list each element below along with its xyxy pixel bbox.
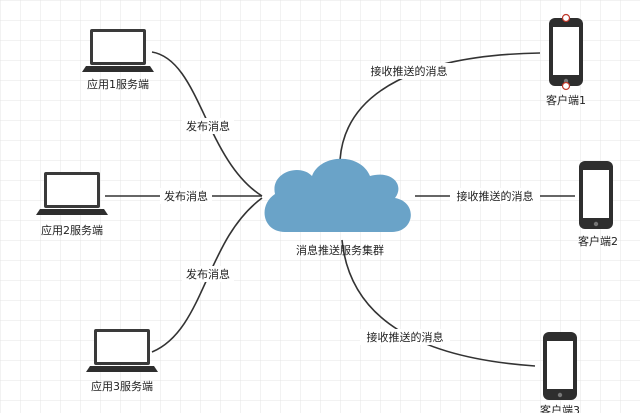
selection-handle	[561, 81, 571, 91]
selection-handle	[561, 13, 571, 23]
cloud-label: 消息推送服务集群	[296, 243, 384, 257]
client-2-label: 客户端2	[578, 234, 618, 248]
server-2-node: 应用2服务端	[36, 172, 108, 237]
connector-server3	[151, 197, 263, 353]
server-3-label: 应用3服务端	[91, 379, 153, 393]
client-1-node: 客户端1	[546, 13, 586, 107]
client-1-label: 客户端1	[546, 93, 586, 107]
client-2-node: 客户端2	[578, 161, 618, 248]
receive-label-2: 接收推送的消息	[457, 189, 534, 203]
server-1-label: 应用1服务端	[87, 77, 149, 91]
phone-icon	[549, 18, 583, 86]
receive-label-3: 接收推送的消息	[367, 330, 444, 344]
receive-label-1: 接收推送的消息	[371, 64, 448, 78]
server-2-label: 应用2服务端	[41, 223, 103, 237]
cloud-icon	[264, 158, 411, 232]
publish-label-1: 发布消息	[186, 119, 230, 133]
client-3-label: 客户端3	[540, 403, 580, 413]
publish-label-2: 发布消息	[164, 189, 208, 203]
publish-label-3: 发布消息	[186, 267, 230, 281]
server-3-node: 应用3服务端	[86, 329, 158, 393]
phone-icon	[543, 332, 577, 400]
phone-icon	[579, 161, 613, 229]
connector-server1	[151, 51, 263, 197]
connector-client1	[339, 52, 541, 161]
server-1-node: 应用1服务端	[82, 29, 154, 91]
